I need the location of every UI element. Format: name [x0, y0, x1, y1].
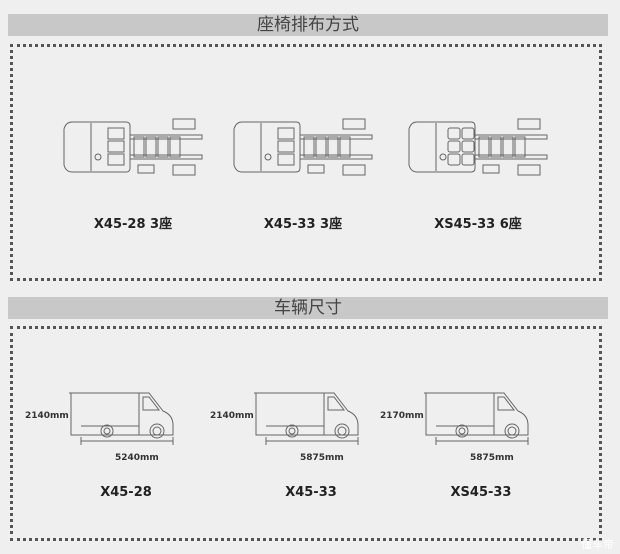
- dimensions-panel: 2140mm 5240mm X45-28 2140mm 5875mm X45-3…: [10, 326, 602, 541]
- seating-item: XS45-33 6座: [388, 117, 568, 232]
- truck-top-view-icon: [388, 117, 568, 177]
- section-header-seating: 座椅排布方式: [8, 14, 608, 36]
- length-label: 5875mm: [470, 453, 514, 463]
- model-label: X45-28: [100, 485, 152, 500]
- truck-top-view-icon: [213, 117, 393, 177]
- seating-item: X45-28 3座: [43, 117, 223, 232]
- seating-panel: X45-28 3座 X45-33 3座 XS45-33 6座: [10, 44, 602, 281]
- model-label: X45-33: [285, 485, 337, 500]
- seating-item: X45-33 3座: [213, 117, 393, 232]
- section-header-dimensions: 车辆尺寸: [8, 297, 608, 319]
- model-label: X45-33 3座: [263, 217, 343, 232]
- dimension-item: 2140mm 5240mm X45-28: [23, 391, 203, 521]
- height-label: 2140mm: [25, 411, 69, 421]
- model-label: X45-28 3座: [93, 217, 173, 232]
- height-label: 2170mm: [380, 411, 424, 421]
- truck-side-view-icon: [254, 391, 384, 453]
- truck-side-view-icon: [424, 391, 554, 453]
- height-label: 2140mm: [210, 411, 254, 421]
- dimension-item: 2140mm 5875mm X45-33: [208, 391, 388, 521]
- model-label: XS45-33 6座: [434, 217, 522, 232]
- length-label: 5875mm: [300, 453, 344, 463]
- watermark: 懂车帝: [581, 538, 614, 551]
- length-label: 5240mm: [115, 453, 159, 463]
- model-label: XS45-33: [450, 485, 512, 500]
- truck-side-view-icon: [69, 391, 199, 453]
- truck-top-view-icon: [43, 117, 223, 177]
- dimension-item: 2170mm 5875mm XS45-33: [378, 391, 558, 521]
